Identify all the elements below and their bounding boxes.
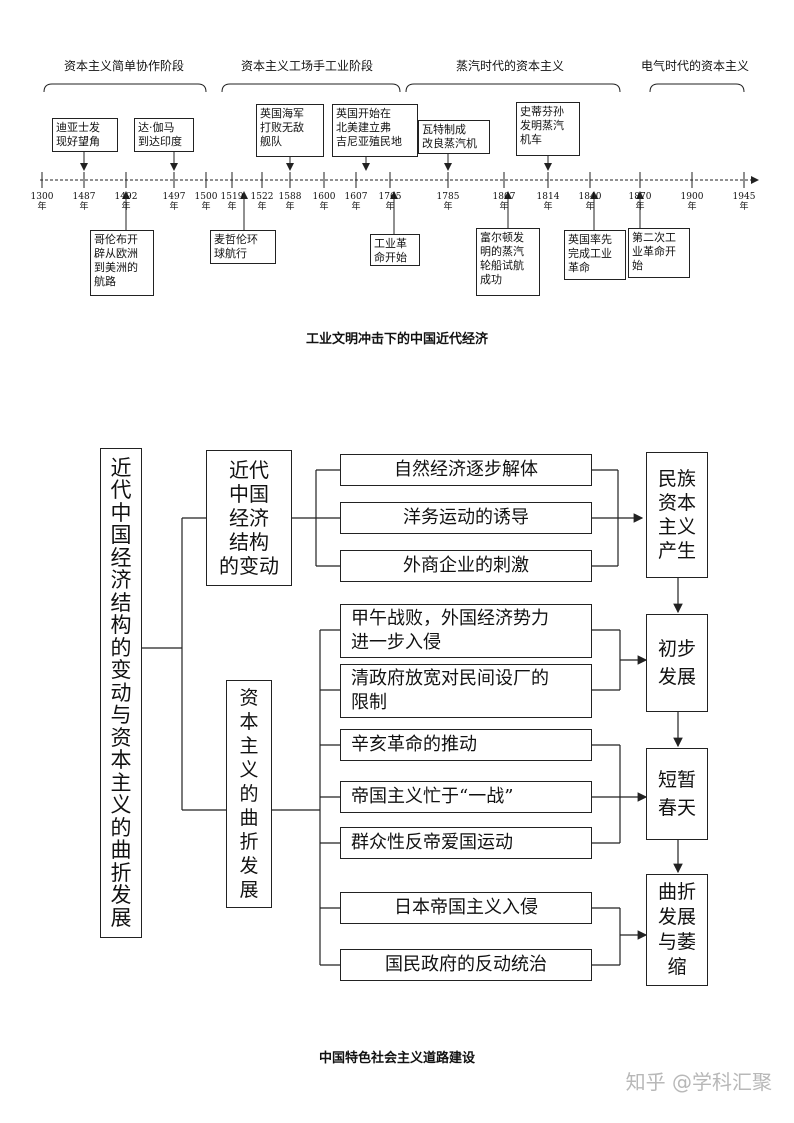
era-bracket [405,83,621,93]
era-label: 电气时代的资本主义 [640,59,749,73]
cause-box: 外商企业的刺激 [340,550,592,582]
year-label: 1500 年 [194,192,218,212]
watermark-logo: 知乎 @学科汇聚 [625,1070,772,1094]
event-box: 富尔顿发 明的蒸汽 轮船试航 成功 [476,228,540,296]
year-label: 1300 年 [30,192,54,212]
cause-box: 甲午战败，外国经济势力 进一步入侵 [340,604,592,658]
event-box: 迪亚士发 现好望角 [52,118,118,152]
cause-box: 清政府放宽对民间设厂的 限制 [340,664,592,718]
era-bracket [43,83,207,93]
result-box: 初步 发展 [646,614,708,712]
event-box: 第二次工 业革命开 始 [628,228,690,278]
event-box: 英国开始在 北美建立弗 吉尼亚殖民地 [332,104,418,157]
event-box: 英国海军 打败无敌 舰队 [256,104,324,157]
year-label: 1785 年 [436,192,460,212]
era-bracket [649,83,745,93]
cause-box: 帝国主义忙于“一战” [340,781,592,813]
year-label: 1588 年 [278,192,302,212]
result-box: 短暂 春天 [646,748,708,840]
year-label: 1600 年 [312,192,336,212]
event-box: 瓦特制成 改良蒸汽机 [418,120,490,154]
year-label: 1487 年 [72,192,96,212]
year-label: 1945 年 [732,192,756,212]
era-bracket [221,83,401,93]
year-label: 1807 年 [492,192,516,212]
caption-2: 中国特色社会主义道路建设 [318,1051,475,1066]
tree-branch-structure: 近代 中国 经济 结构 的变动 [206,450,292,586]
event-box: 英国率先 完成工业 革命 [564,230,626,280]
year-label: 1900 年 [680,192,704,212]
year-label: 1607 年 [344,192,368,212]
tree-branch-development: 资 本 主 义 的 曲 折 发 展 [226,680,272,908]
event-box: 工业革 命开始 [370,234,420,266]
era-label: 资本主义简单协作阶段 [63,59,184,73]
event-box: 哥伦布开 辟从欧洲 到美洲的 航路 [90,230,154,296]
result-box: 民族 资本 主义 产生 [646,452,708,578]
cause-box: 国民政府的反动统治 [340,949,592,981]
event-box: 史蒂芬孙 发明蒸汽 机车 [516,102,580,156]
event-box: 达·伽马 到达印度 [134,118,194,152]
cause-box: 洋务运动的诱导 [340,502,592,534]
cause-box: 日本帝国主义入侵 [340,892,592,924]
year-label: 1522 年 [250,192,274,212]
era-label: 资本主义工场手工业阶段 [240,59,373,73]
year-label: 1765 年 [378,192,402,212]
year-label: 1840 年 [578,192,602,212]
year-label: 1492 年 [114,192,138,212]
tree-root: 近 代 中 国 经 济 结 构 的 变 动 与 资 本 主 义 的 曲 折 发 … [100,448,142,938]
cause-box: 群众性反帝爱国运动 [340,827,592,859]
year-label: 1497 年 [162,192,186,212]
year-label: 1814 年 [536,192,560,212]
result-box: 曲折 发展 与萎 缩 [646,874,708,986]
caption-1: 工业文明冲击下的中国近代经济 [305,332,488,347]
year-label: 1870 年 [628,192,652,212]
event-box: 麦哲伦环 球航行 [210,230,276,264]
cause-box: 辛亥革命的推动 [340,729,592,761]
year-label: 1519 年 [220,192,244,212]
cause-box: 自然经济逐步解体 [340,454,592,486]
era-label: 蒸汽时代的资本主义 [455,59,564,73]
